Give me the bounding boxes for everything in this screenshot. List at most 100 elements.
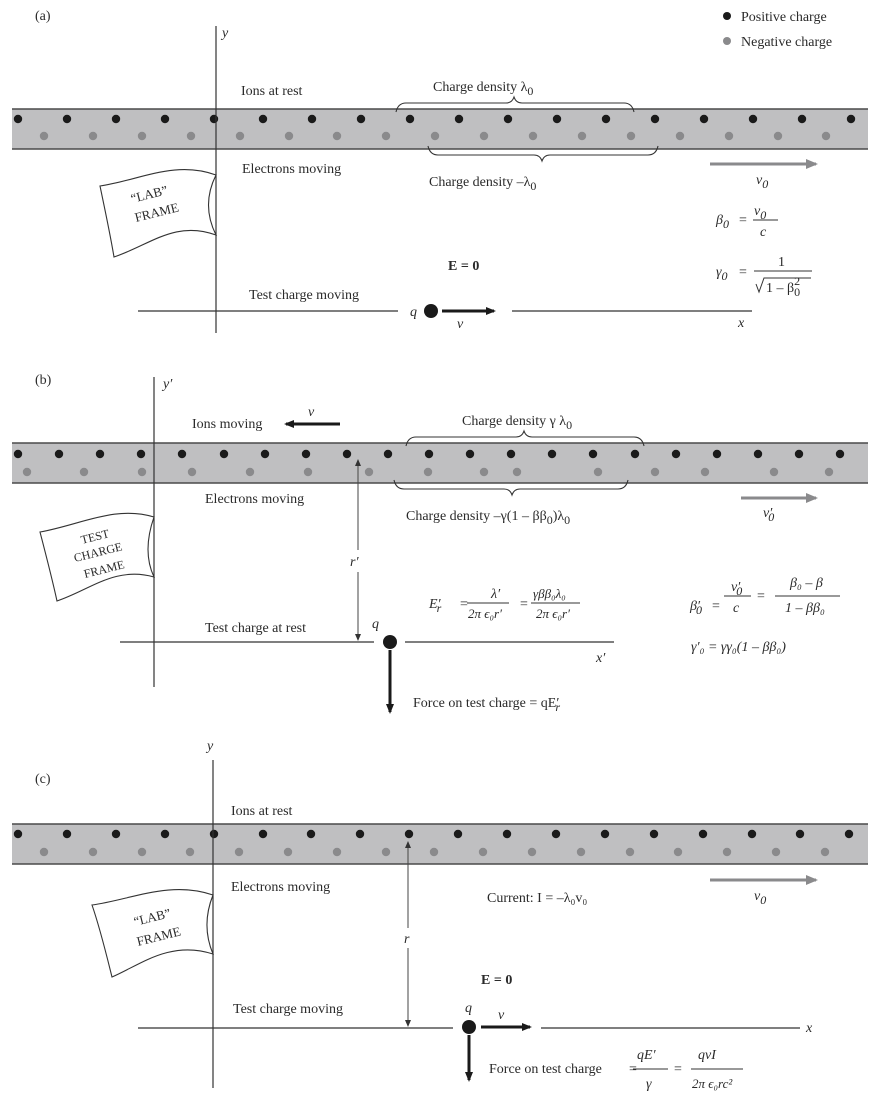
drift-velocity-b: v′0 xyxy=(763,506,774,524)
negative-charge xyxy=(185,847,195,857)
beta0-denominator: c xyxy=(760,225,767,240)
positive-charge xyxy=(62,114,72,124)
negative-charge xyxy=(39,847,49,857)
positive-charge xyxy=(405,114,415,124)
positive-charge xyxy=(301,449,311,459)
legend: Positive charge Negative charge xyxy=(723,10,832,50)
negative-charge xyxy=(527,847,537,857)
positive-charge xyxy=(844,829,854,839)
beta0-equals: = xyxy=(739,213,747,228)
negative-charge xyxy=(39,131,49,141)
negative-charge xyxy=(235,131,245,141)
field-c: E = 0 xyxy=(481,973,512,988)
positive-charge xyxy=(649,829,659,839)
panel-c-label: (c) xyxy=(35,772,51,787)
test-charge-b xyxy=(383,635,397,649)
x-axis-a-label: x xyxy=(737,316,745,331)
negative-charge xyxy=(88,131,98,141)
negative-charge xyxy=(137,847,147,857)
panel-b-label: (b) xyxy=(35,373,52,388)
positive-charge xyxy=(219,449,229,459)
legend-positive-dot xyxy=(723,12,731,20)
gamma0-numerator: 1 xyxy=(778,255,785,270)
positive-charge xyxy=(383,449,393,459)
positive-charge xyxy=(13,114,23,124)
positive-charge xyxy=(502,829,512,839)
positive-charge xyxy=(503,114,513,124)
test-charge-label-c: Test charge moving xyxy=(233,1002,343,1017)
negative-charge xyxy=(769,467,779,477)
wire-b xyxy=(12,443,868,483)
positive-charge xyxy=(698,829,708,839)
brace-bottom-a xyxy=(427,145,659,163)
negative-charge xyxy=(593,467,603,477)
negative-charge xyxy=(773,131,783,141)
positive-charge xyxy=(209,829,219,839)
negative-charge xyxy=(283,847,293,857)
positive-charge xyxy=(404,829,414,839)
negative-charge xyxy=(234,847,244,857)
negative-charge xyxy=(332,131,342,141)
beta0p-den-1: c xyxy=(733,601,740,616)
positive-charge xyxy=(260,449,270,459)
drift-velocity-a: v0 xyxy=(756,173,768,191)
negative-charge xyxy=(478,847,488,857)
gamma0-prime-equation-b: γ′₀ = γγ₀(1 – ββ₀) xyxy=(691,640,786,655)
brace-bottom-b-label: Charge density –γ(1 – ββ0)λ0 xyxy=(406,509,570,527)
positive-charge xyxy=(307,114,317,124)
negative-charge xyxy=(381,847,391,857)
ions-velocity-b: v xyxy=(308,405,315,420)
positive-charge xyxy=(747,829,757,839)
electrons-label-b: Electrons moving xyxy=(205,492,304,507)
negative-charge xyxy=(332,847,342,857)
positive-charge xyxy=(588,449,598,459)
positive-charge xyxy=(13,829,23,839)
positive-charge xyxy=(258,114,268,124)
negative-charge xyxy=(381,131,391,141)
y-axis-b-label: y′ xyxy=(161,377,173,392)
beta0-lhs: β0 xyxy=(715,213,729,231)
positive-charge xyxy=(795,829,805,839)
force-den-1: γ xyxy=(646,1077,652,1092)
negative-charge xyxy=(479,467,489,477)
negative-charge xyxy=(429,847,439,857)
charge-q-c: q xyxy=(465,1001,472,1016)
positive-charge xyxy=(601,114,611,124)
positive-charge xyxy=(650,114,660,124)
wire-c-charges xyxy=(13,829,854,857)
velocity-a: v xyxy=(457,317,464,332)
negative-charge xyxy=(284,131,294,141)
y-axis-a-label: y xyxy=(220,26,229,41)
negative-charge xyxy=(137,131,147,141)
positive-charge xyxy=(306,829,316,839)
charge-q-a: q xyxy=(410,305,417,320)
negative-charge xyxy=(673,847,683,857)
positive-charge xyxy=(699,114,709,124)
positive-charge xyxy=(160,829,170,839)
ions-label-c: Ions at rest xyxy=(231,804,293,819)
negative-charge xyxy=(626,131,636,141)
positive-charge xyxy=(95,449,105,459)
positive-charge xyxy=(111,114,121,124)
field-lhs-b: E′r xyxy=(428,597,442,615)
beta0p-den-2: 1 – ββ₀ xyxy=(785,601,825,616)
negative-charge xyxy=(430,131,440,141)
negative-charge xyxy=(245,467,255,477)
negative-charge xyxy=(650,467,660,477)
positive-charge xyxy=(62,829,72,839)
panel-a: (a) y x Ions at rest Electrons moving Ch… xyxy=(12,9,868,333)
negative-charge xyxy=(423,467,433,477)
ions-label-a: Ions at rest xyxy=(241,84,303,99)
negative-charge xyxy=(625,847,635,857)
ions-label-b: Ions moving xyxy=(192,417,262,432)
wire-a xyxy=(12,109,868,149)
sqrt-sign xyxy=(755,277,811,294)
positive-charge xyxy=(552,114,562,124)
brace-bottom-b xyxy=(393,479,629,497)
brace-top-a-label: Charge density λ0 xyxy=(433,80,533,98)
force-equals-2: = xyxy=(674,1062,682,1077)
positive-charge xyxy=(209,114,219,124)
positive-charge xyxy=(794,449,804,459)
flag-b-line1: TEST xyxy=(79,526,111,547)
